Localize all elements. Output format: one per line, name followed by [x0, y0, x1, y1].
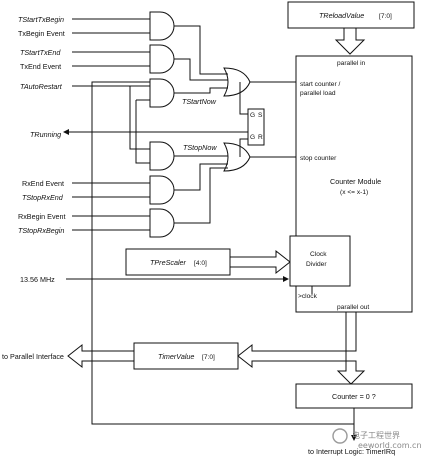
- reload-value-block: TReloadValue [7:0]: [287, 1, 415, 29]
- timer-value-arrow: [237, 311, 357, 369]
- prescaler-arrow: [229, 249, 291, 275]
- counter-start-line2: parallel load: [300, 90, 336, 97]
- counter-clock-in: >clock: [298, 293, 318, 300]
- compare-block: Counter = 0 ?: [295, 383, 413, 409]
- counter-subtitle: (x <= x-1): [340, 189, 368, 196]
- signal-t-start-tx-end: TStartTxEnd: [20, 48, 61, 57]
- counter-start-line1: start counter /: [300, 81, 340, 88]
- sr-latch: G S G R: [247, 108, 265, 146]
- counter-parallel-in: parallel in: [337, 60, 366, 67]
- signal-t-start-now: TStartNow: [182, 97, 217, 106]
- signal-rx-end-event: RxEnd Event: [22, 179, 64, 188]
- and-gate-tx-end: [149, 44, 175, 74]
- compare-label: Counter = 0 ?: [332, 392, 376, 401]
- parallel-interface-arrow: [67, 343, 135, 369]
- signal-t-start-tx-begin: TStartTxBegin: [18, 15, 64, 24]
- counter-parallel-out: parallel out: [337, 304, 369, 311]
- reload-arrow: [334, 27, 366, 55]
- counter-stop: stop counter: [300, 155, 337, 162]
- and-gate-rx-begin: [149, 208, 175, 238]
- and-gate-auto-restart: [149, 78, 175, 108]
- watermark-logo: 电子工程世界 eeworld.com.cn: [332, 428, 422, 450]
- and-gate-auto-restart-2: [149, 141, 175, 171]
- signal-to-interrupt-logic: to Interrupt Logic: TimerIRq: [308, 447, 395, 456]
- reload-value-name: TReloadValue: [319, 11, 364, 20]
- signal-to-parallel-interface: to Parallel Interface: [2, 352, 64, 361]
- signal-t-running: TRunning: [30, 130, 61, 139]
- signal-t-stop-rx-begin: TStopRxBegin: [18, 226, 64, 235]
- or-gate-start: [223, 67, 251, 97]
- signal-t-auto-restart: TAutoRestart: [20, 82, 63, 91]
- timer-value-block: TimerValue [7:0]: [133, 342, 239, 370]
- timer-value-name: TimerValue: [158, 352, 194, 361]
- prescaler-block: TPreScaler [4:0]: [125, 248, 231, 276]
- latch-g2: G: [250, 134, 255, 141]
- signal-t-stop-rx-end: TStopRxEnd: [22, 193, 64, 202]
- latch-s: S: [258, 112, 263, 119]
- counter-title: Counter Module: [330, 177, 381, 186]
- latch-g1: G: [250, 112, 255, 119]
- signal-rx-begin-event: RxBegin Event: [18, 212, 66, 221]
- clock-divider-line2: Divider: [306, 261, 327, 268]
- reload-value-bits: [7:0]: [379, 13, 392, 20]
- watermark-en: eeworld.com.cn: [358, 441, 422, 450]
- signal-tx-end-event: TxEnd Event: [20, 62, 61, 71]
- signal-tx-begin-event: TxBegin Event: [18, 29, 65, 38]
- latch-r: R: [258, 134, 263, 141]
- prescaler-name: TPreScaler: [150, 258, 187, 267]
- and-gate-rx-end: [149, 175, 175, 205]
- clock-divider-line1: Clock: [310, 251, 327, 258]
- watermark-icon: [332, 428, 348, 444]
- and-gate-tx-begin: [149, 11, 175, 41]
- clock-divider-block: Clock Divider: [289, 235, 351, 287]
- counter-module: parallel in start counter / parallel loa…: [295, 55, 413, 313]
- signal-clock-input: 13.56 MHz: [20, 275, 55, 284]
- watermark-cn: 电子工程世界: [352, 430, 400, 440]
- and-gates: [149, 11, 175, 238]
- timer-value-bits: [7:0]: [202, 354, 215, 361]
- compare-arrow: [336, 360, 366, 385]
- or-gate-stop: [223, 142, 251, 172]
- signal-t-stop-now: TStopNow: [183, 143, 217, 152]
- prescaler-bits: [4:0]: [194, 260, 207, 267]
